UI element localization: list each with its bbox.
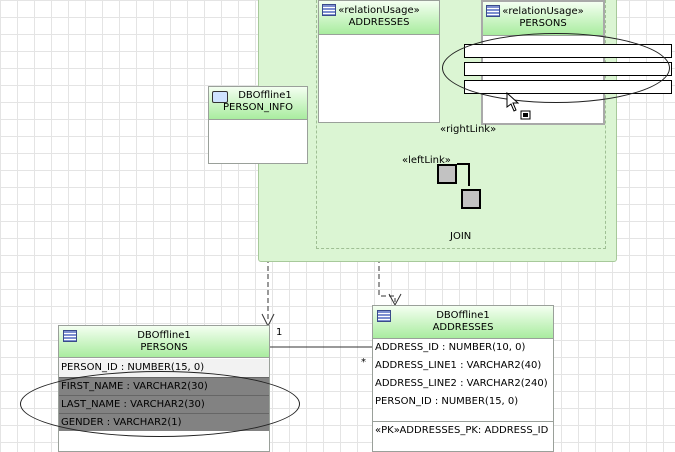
view-inner-boundary [316,0,606,249]
table-name: PERSONS [140,342,188,353]
person-info-header: DBOffline1 PERSON_INFO [209,87,307,120]
table-name: ADDRESSES [432,322,494,333]
relation-usage-header: «relationUsage» ADDRESSES [319,1,439,35]
relation-usage-addresses[interactable]: «relationUsage» ADDRESSES [318,0,440,123]
highlight-ellipse [20,371,300,437]
person-info-view[interactable]: DBOffline1 PERSON_INFO [208,86,308,164]
schema-name: DBOffline1 [436,310,490,321]
column-address-line1[interactable]: ADDRESS_LINE1 : VARCHAR2(40) [375,360,542,371]
usage-name: PERSONS [519,18,567,29]
usage-name: ADDRESSES [348,17,410,28]
column-address-line2[interactable]: ADDRESS_LINE2 : VARCHAR2(240) [375,378,548,389]
schema-name: DBOffline1 [137,330,191,341]
stereotype-label: «relationUsage» [338,5,420,16]
relation-usage-header: «relationUsage» PERSONS [483,2,603,36]
join-symbol-right[interactable] [461,189,481,209]
highlight-ellipse [442,33,670,103]
join-symbol-left[interactable] [437,164,457,184]
addresses-table[interactable]: DBOffline1 ADDRESSES ADDRESS_ID : NUMBER… [372,305,554,452]
join-connector [457,163,470,186]
join-label: JOIN [450,231,472,242]
schema-name: DBOffline1 [238,90,292,101]
right-link-label: «rightLink» [440,124,497,135]
column-address-id[interactable]: ADDRESS_ID : NUMBER(10, 0) [375,342,526,353]
addresses-table-header: DBOffline1 ADDRESSES [373,306,553,339]
table-icon [486,5,500,17]
table-icon [377,310,391,322]
persons-table-header: DBOffline1 PERSONS [59,326,269,358]
table-icon [63,330,77,342]
view-name: PERSON_INFO [222,102,294,113]
left-link-label: «leftLink» [402,155,451,166]
stereotype-label: «relationUsage» [502,6,584,17]
primary-key-row[interactable]: «PK»ADDRESSES_PK: ADDRESS_ID [373,421,553,439]
view-icon [212,91,228,103]
column-person-id[interactable]: PERSON_ID : NUMBER(15, 0) [375,396,519,407]
mouse-pointer-icon [506,92,531,120]
table-icon [322,4,336,16]
multiplicity-one: 1 [276,327,283,338]
multiplicity-many: * [361,357,366,368]
